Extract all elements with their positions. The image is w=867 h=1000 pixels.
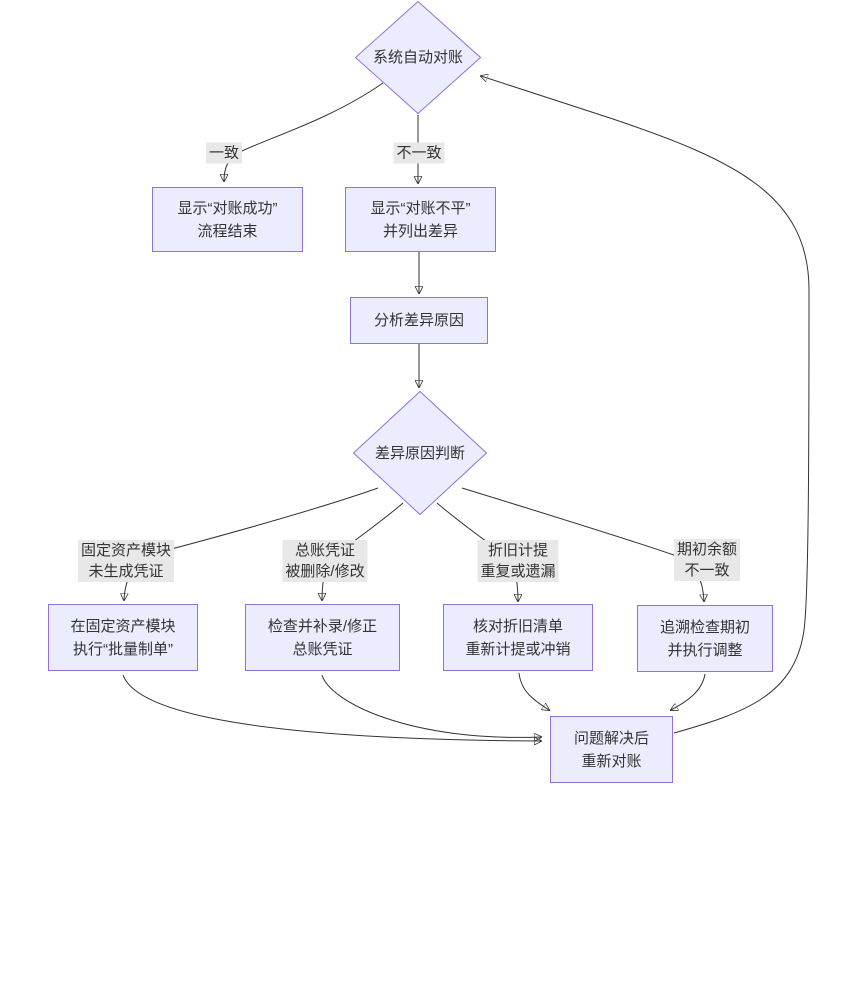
diamond-shape (355, 1, 481, 114)
decision-label: 系统自动对账 (372, 49, 463, 66)
process-show-success: 显示“对账成功” 流程结束 (152, 187, 303, 252)
edge-trace-opening-to-rereconcile (671, 673, 706, 710)
edge-check-depr-to-rereconcile (518, 672, 549, 710)
process-fa-batch-voucher: 在固定资产模块 执行“批量制单” (48, 604, 198, 671)
process-fix-gl-voucher: 检查并补录/修正 总账凭证 (245, 604, 400, 671)
process-trace-opening: 追溯检查期初 并执行调整 (637, 605, 773, 672)
edge-label-consistent: 一致 (205, 142, 243, 164)
edge-label-depreciation-dup-missing: 折旧计提 重复或遗漏 (477, 540, 559, 582)
decision-diff-cause: 差异原因判断 (353, 391, 487, 515)
decision-label: 差异原因判断 (374, 444, 465, 462)
edge-consistent (224, 82, 384, 181)
process-check-depreciation: 核对折旧清单 重新计提或冲销 (443, 604, 593, 671)
process-analyze-diff: 分析差异原因 (350, 297, 488, 344)
process-show-unbalanced: 显示“对账不平” 并列出差异 (345, 187, 496, 252)
edge-label-gl-voucher-modified: 总账凭证 被删除/修改 (282, 540, 368, 582)
diamond-shape (353, 391, 487, 515)
edge-label-opening-balance-mismatch: 期初余额 不一致 (673, 539, 741, 581)
edge-label-fa-no-voucher: 固定资产模块 未生成凭证 (77, 540, 175, 582)
edge-fa-batch-to-rereconcile (122, 674, 541, 741)
decision-system-auto-reconcile: 系统自动对账 (355, 1, 481, 114)
edge-label-inconsistent: 不一致 (393, 142, 445, 164)
process-re-reconcile: 问题解决后 重新对账 (550, 716, 673, 783)
edge-fix-gl-to-rereconcile (321, 674, 541, 737)
edge-rereconcile-to-auto-feedback (481, 76, 810, 734)
